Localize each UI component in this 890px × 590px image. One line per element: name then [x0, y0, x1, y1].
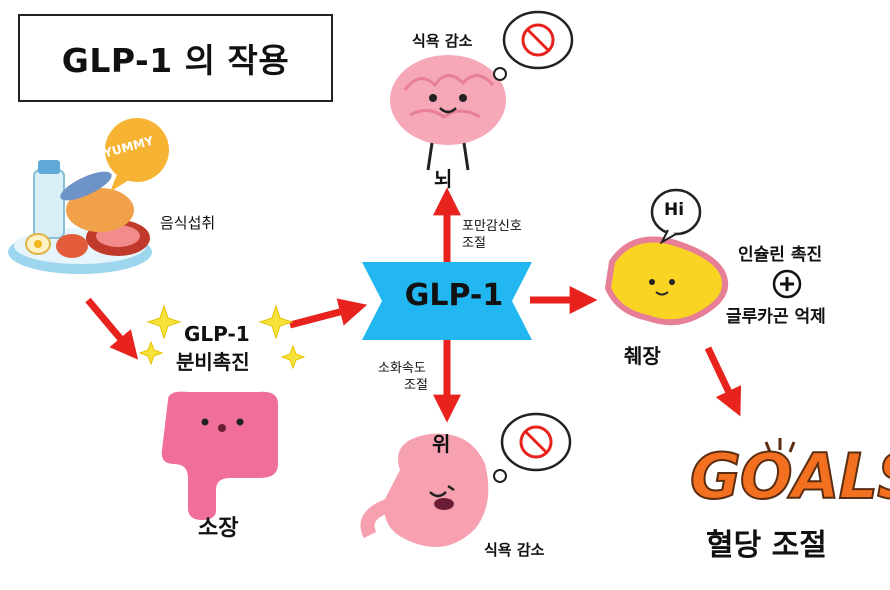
stomach-illustration: [360, 412, 572, 547]
goals-text: GOALS: [689, 439, 890, 514]
intestine-illustration: [161, 391, 278, 520]
brain-illustration: [390, 10, 574, 171]
small-intestine-label: 소장: [198, 516, 239, 541]
insulin-label: 인슐린 촉진: [738, 245, 823, 265]
food-intake-label: 음식섭취: [160, 214, 216, 232]
glp1-center-label: GLP-1: [404, 278, 504, 313]
glp1-secretion-label-1: GLP-1: [184, 322, 250, 346]
stomach-effect-label: 식욕 감소: [484, 541, 545, 559]
glp1-center-shape: [362, 262, 532, 340]
brain-effect-label: 식욕 감소: [412, 32, 473, 50]
pancreas-label: 췌장: [624, 344, 661, 368]
arrow-food-to-intestine: [85, 297, 139, 360]
sparkles: [138, 304, 306, 370]
arrow-intestine-to-glp1: [289, 298, 368, 329]
title-box: GLP-1 의 작용: [18, 14, 333, 102]
pancreas-bubble-text: Hi: [664, 200, 685, 220]
pancreas-illustration: [604, 188, 728, 326]
brain-label: 뇌: [434, 167, 453, 191]
arrow-pancreas-to-goals: [704, 346, 742, 417]
plus-icon: [772, 269, 802, 299]
page-title: GLP-1 의 작용: [61, 41, 290, 80]
goals-sparks: [764, 438, 796, 453]
glucagon-label: 글루카곤 억제: [726, 307, 826, 327]
satiety-label-2: 조절: [462, 236, 486, 251]
digestion-label-1: 소화속도: [378, 361, 426, 376]
blood-sugar-label: 혈당 조절: [706, 528, 827, 563]
arrows: [85, 187, 742, 423]
glp1-secretion-label-2: 분비촉진: [176, 350, 250, 374]
satiety-label-1: 포만감신호: [462, 219, 522, 234]
stomach-label: 위: [432, 432, 451, 456]
food-illustration: [8, 118, 169, 274]
digestion-label-2: 조절: [404, 378, 428, 393]
